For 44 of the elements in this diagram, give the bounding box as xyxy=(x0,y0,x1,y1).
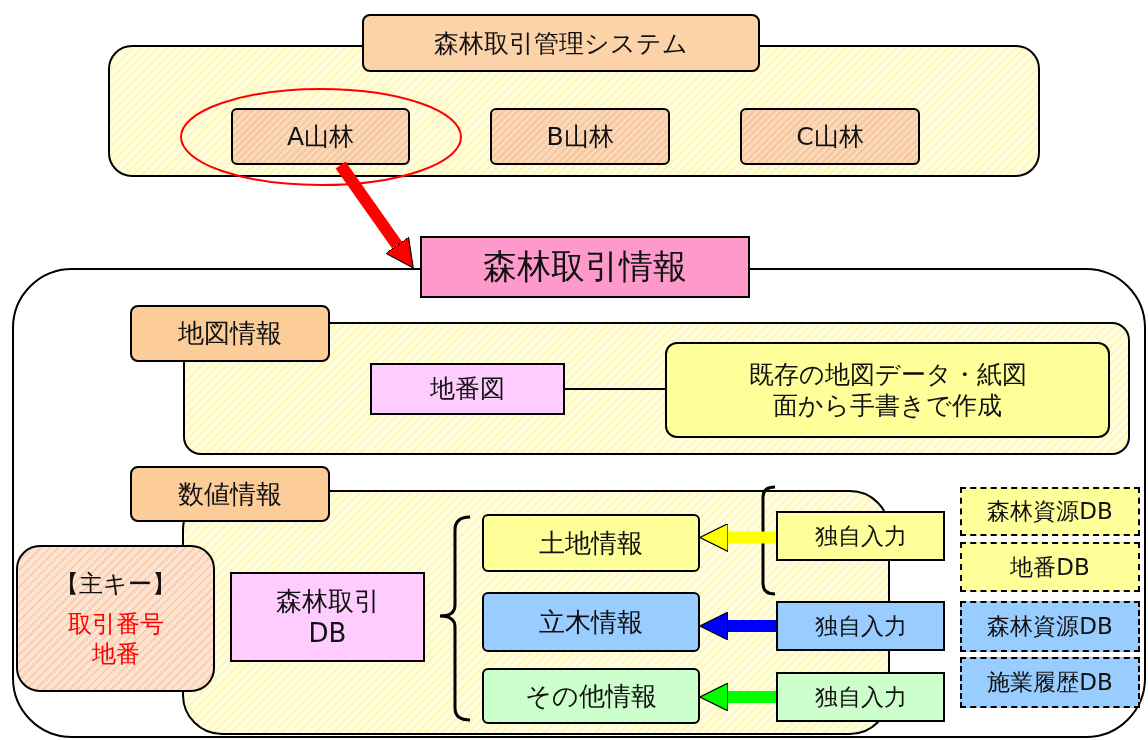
box-label: 土地情報 xyxy=(539,526,643,560)
database-box xyxy=(960,542,1140,592)
data-box xyxy=(370,363,565,415)
box-label: 地番DB xyxy=(1010,552,1090,582)
box-label: 取引番号地番 xyxy=(66,608,165,669)
box-label: B山林 xyxy=(546,120,614,153)
box-label: 【主キー】 xyxy=(55,568,176,599)
box-label: C山林 xyxy=(796,120,864,153)
box-label: A山林 xyxy=(286,120,355,153)
forest-box xyxy=(490,108,670,165)
note-box xyxy=(665,342,1110,438)
box-label: 施業履歴DB xyxy=(987,668,1113,697)
block-arrow xyxy=(335,161,414,269)
box-label: 独自入力 xyxy=(814,682,907,712)
block-arrow xyxy=(699,522,776,553)
heading-tab: 森林取引情報 xyxy=(420,236,750,298)
block-arrow xyxy=(699,611,776,641)
box-label: 立木情報 xyxy=(539,605,643,639)
heading-tab: 森林取引管理システム xyxy=(362,14,760,72)
data-box xyxy=(482,592,700,652)
data-box xyxy=(776,511,945,561)
heading-tab: 地図情報 xyxy=(130,305,330,362)
data-box xyxy=(230,572,425,662)
box-label: 地番図 xyxy=(430,373,505,405)
key-box xyxy=(16,545,215,692)
box-label: 独自入力 xyxy=(814,521,907,551)
database-box xyxy=(960,601,1140,652)
data-box xyxy=(482,514,700,572)
box-label: 森林資源DB xyxy=(987,497,1113,526)
database-box xyxy=(960,487,1140,536)
block-arrow xyxy=(699,682,776,712)
connector-line xyxy=(564,388,666,390)
box-label: 森林資源DB xyxy=(987,612,1113,641)
box-label: 森林取引DB xyxy=(274,584,381,650)
box-label: 既存の地図データ・紙図面から手書きで作成 xyxy=(747,358,1028,422)
database-box xyxy=(960,657,1140,708)
heading-tab: 数値情報 xyxy=(130,466,330,522)
data-box xyxy=(482,668,700,724)
forest-box xyxy=(231,108,410,165)
box-label: その他情報 xyxy=(525,679,657,713)
forest-box xyxy=(740,108,920,165)
box-label: 独自入力 xyxy=(814,611,907,641)
data-box xyxy=(776,672,945,722)
data-box xyxy=(776,601,945,651)
